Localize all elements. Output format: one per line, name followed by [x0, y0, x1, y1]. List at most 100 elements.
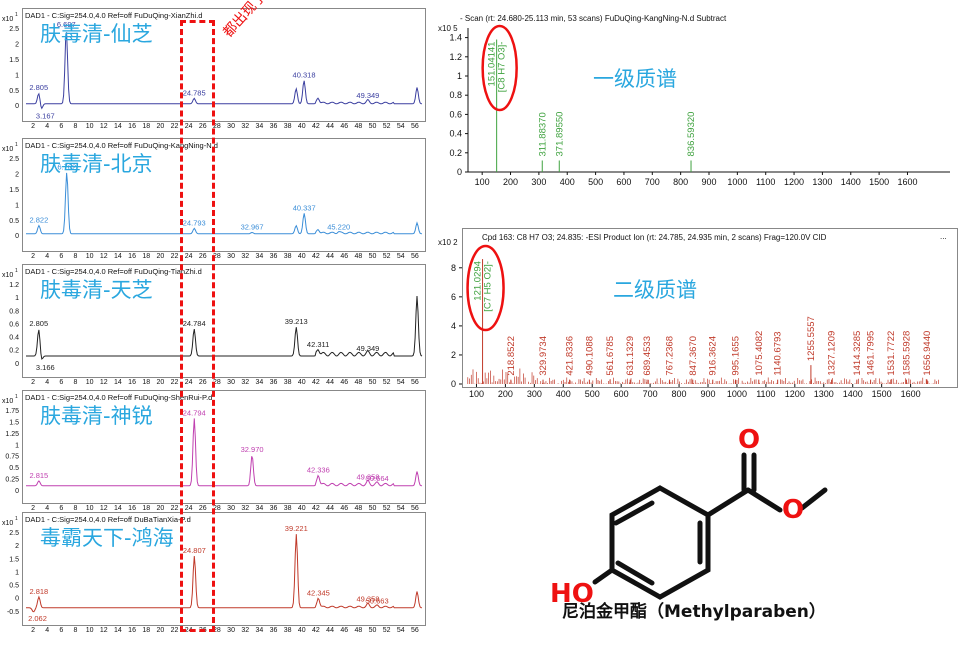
x-tick-label: 800	[672, 389, 687, 399]
x-tick-label: 22	[171, 123, 179, 130]
x-tick-label: 48	[354, 253, 362, 260]
benzene-ring	[609, 485, 711, 600]
x-tick-label: 40	[298, 505, 306, 512]
chromatogram-frame	[22, 512, 426, 626]
x-tick-label: 30	[227, 505, 235, 512]
ms-peak-label: 218.8522	[506, 336, 517, 376]
x-tick-label: 16	[128, 627, 136, 634]
y-tick-label: 0.8	[449, 90, 462, 100]
ms-peak-label: 1585.5928	[901, 331, 912, 376]
ms-peak-label: 1656.9440	[922, 331, 933, 376]
x-tick-label: 28	[213, 379, 221, 386]
y-tick-label: 1.5	[9, 419, 19, 426]
x-tick-label: 14	[114, 379, 122, 386]
x-tick-label: 800	[673, 177, 688, 187]
x-tick-label: 500	[588, 177, 603, 187]
x-tick-label: 30	[227, 379, 235, 386]
x-tick-label: 12	[100, 253, 108, 260]
x-tick-label: 4	[45, 379, 49, 386]
x-tick-label: 40	[298, 627, 306, 634]
x-tick-label: 26	[199, 505, 207, 512]
x-tick-label: 34	[255, 505, 263, 512]
x-tick-label: 50	[369, 379, 377, 386]
x-tick-label: 200	[503, 177, 518, 187]
ms1-multiplier: x10 5	[438, 24, 458, 33]
methyl-bond	[799, 487, 828, 511]
peak-label: 50.664	[366, 474, 389, 483]
x-tick-label: 1400	[843, 389, 863, 399]
y-tick-label: 1.5	[9, 556, 19, 563]
x-tick-label: 42	[312, 253, 320, 260]
x-tick-label: 14	[114, 253, 122, 260]
y-multiplier-exponent: 1	[15, 516, 18, 522]
chromatogram-trace	[26, 534, 423, 613]
chromatogram-title: DAD1 - C:Sig=254.0,4.0 Ref=off FuDuQing-…	[25, 141, 218, 150]
x-tick-label: 6	[59, 123, 63, 130]
y-multiplier-exponent: 1	[15, 394, 18, 400]
x-tick-label: 14	[114, 505, 122, 512]
y-tick-label: 4	[451, 321, 456, 331]
hydroxyl-bond	[592, 567, 615, 585]
ms-peak-label: 1255.5557	[806, 316, 817, 361]
ms-peak-label: 1461.7995	[866, 331, 877, 376]
ms-peak-label: 311.88370	[537, 112, 548, 156]
y-tick-label: 0	[457, 167, 462, 177]
x-tick-label: 1600	[901, 389, 921, 399]
chromatogram-trace	[26, 418, 423, 487]
hydroxyl-label: HO	[550, 579, 594, 609]
x-tick-label: 10	[86, 627, 94, 634]
x-tick-label: 18	[142, 505, 150, 512]
x-tick-label: 32	[241, 253, 249, 260]
y-tick-label: 0.5	[9, 465, 19, 472]
ms-formula-label: [C8 H7 O3]-	[497, 42, 508, 93]
peak-label: 6.762	[57, 162, 76, 171]
x-tick-label: 20	[156, 123, 164, 130]
x-tick-label: 26	[199, 379, 207, 386]
y-tick-label: 1.25	[5, 431, 19, 438]
ms-peak-label: 1140.6793	[773, 331, 784, 375]
x-tick-label: 44	[326, 123, 334, 130]
x-tick-label: 24	[185, 123, 193, 130]
ester-o-label: O	[782, 495, 804, 525]
x-tick-label: 900	[701, 177, 716, 187]
highlight-box	[180, 20, 215, 632]
chromatogram-frame	[22, 390, 426, 504]
ring-double-bond	[613, 500, 655, 526]
ms-peak-label: 995.1655	[731, 336, 742, 376]
ms2-title: Cpd 163: C8 H7 O3; 24.835: -ESI Product …	[482, 233, 827, 242]
x-tick-label: 4	[45, 505, 49, 512]
x-tick-label: 28	[213, 253, 221, 260]
ms-peak-label: 121.0294	[473, 261, 484, 301]
x-tick-label: 6	[59, 627, 63, 634]
x-tick-label: 56	[411, 379, 419, 386]
compound-name: 尼泊金甲酯（Methylparaben）	[562, 602, 826, 622]
x-tick-label: 18	[142, 253, 150, 260]
x-tick-label: 36	[270, 253, 278, 260]
x-tick-label: 1600	[897, 177, 917, 187]
x-tick-label: 30	[227, 123, 235, 130]
ms-peak-label: 689.4533	[642, 336, 653, 376]
x-tick-label: 56	[411, 253, 419, 260]
x-tick-label: 1300	[812, 177, 832, 187]
ms-peak-label: 1327.1209	[827, 331, 838, 376]
x-tick-label: 28	[213, 123, 221, 130]
x-tick-label: 12	[100, 627, 108, 634]
x-tick-label: 24	[185, 253, 193, 260]
x-tick-label: 22	[171, 379, 179, 386]
x-tick-label: 22	[171, 505, 179, 512]
ms-peak-label: 1531.7722	[886, 331, 897, 376]
y-tick-label: 0.6	[9, 321, 19, 328]
ms-peak-label: 1414.3285	[852, 331, 863, 376]
peak-label: 50.663	[366, 596, 389, 605]
y-tick-label: 2.5	[9, 26, 19, 33]
x-tick-label: 38	[284, 253, 292, 260]
y-tick-label: 8	[451, 263, 456, 273]
x-tick-label: 36	[270, 627, 278, 634]
y-tick-label: 1	[15, 569, 19, 576]
ms-peak-label: 561.6785	[605, 336, 616, 376]
y-tick-label: 1.5	[9, 187, 19, 194]
